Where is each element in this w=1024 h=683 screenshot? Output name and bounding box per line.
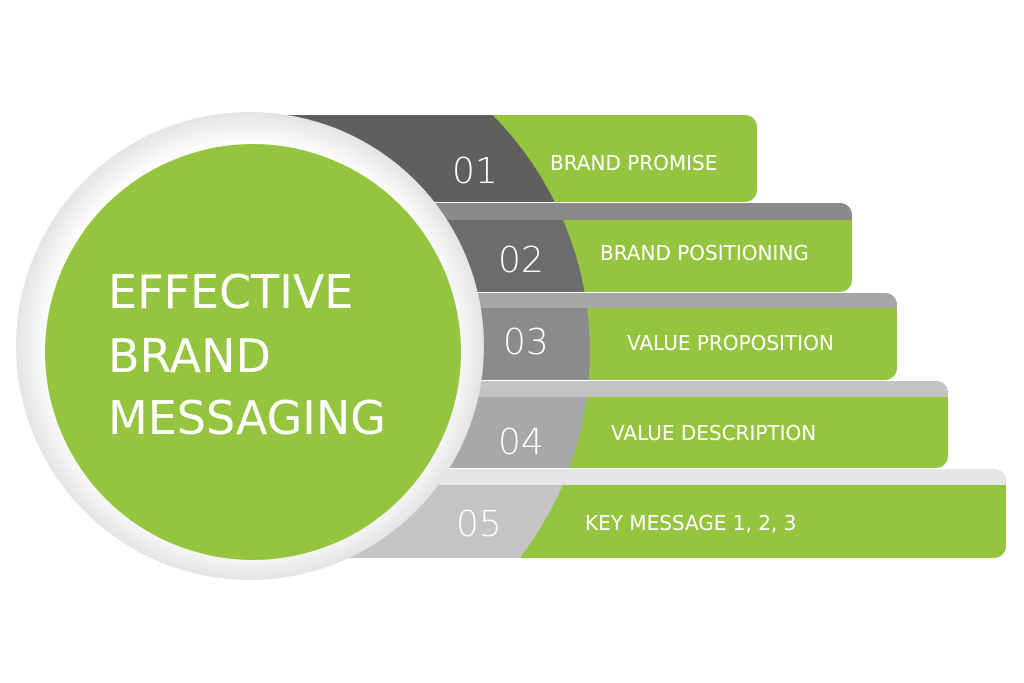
step-label-4: VALUE DESCRIPTION (611, 421, 816, 445)
title-line-1: EFFECTIVE (108, 265, 353, 319)
step-label-3: VALUE PROPOSITION (627, 331, 834, 355)
step-number-5: 05 (456, 504, 502, 545)
center-circle (45, 144, 461, 560)
step-number-4: 04 (498, 422, 544, 463)
step-label-2: BRAND POSITIONING (600, 241, 809, 265)
step-label-5: KEY MESSAGE 1, 2, 3 (585, 511, 796, 535)
title-line-2: BRAND (108, 329, 271, 383)
title-line-3: MESSAGING (108, 391, 386, 445)
step-number-2: 02 (498, 240, 544, 281)
step-number-3: 03 (503, 322, 549, 363)
step-number-1: 01 (452, 151, 498, 192)
step-label-1: BRAND PROMISE (550, 151, 717, 175)
